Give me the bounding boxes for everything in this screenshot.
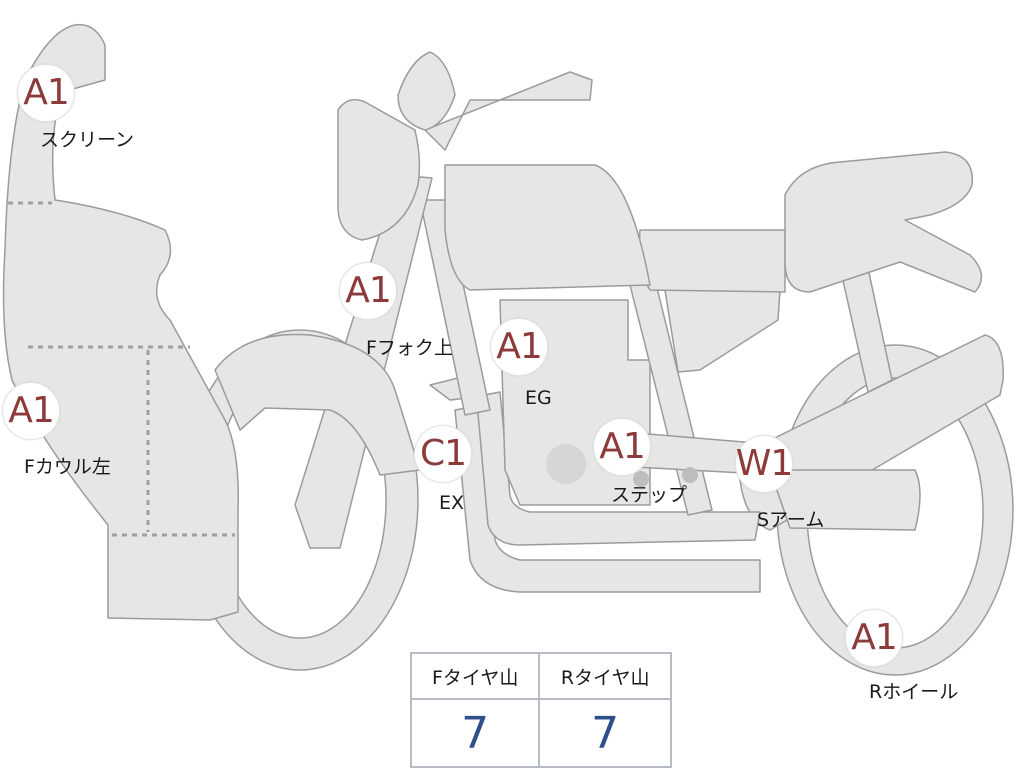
label-engine: EG	[525, 387, 552, 409]
grade-marker-engine: A1	[490, 318, 548, 376]
label-exhaust: EX	[439, 492, 465, 514]
label-front-cowl-left: Fカウル左	[24, 456, 111, 478]
label-swing-arm: Sアーム	[757, 509, 825, 531]
grade-front-cowl-left: A1	[8, 390, 55, 431]
grade-exhaust: C1	[419, 433, 467, 474]
grade-marker-step: A1	[593, 418, 651, 476]
label-rear-wheel: Rホイール	[869, 681, 959, 703]
label-screen: スクリーン	[40, 129, 135, 151]
grade-marker-front-fork-upper: A1	[339, 262, 397, 320]
grade-front-fork-upper: A1	[345, 270, 392, 311]
grade-marker-swing-arm: W1	[735, 435, 793, 493]
handlebar-shape	[424, 71, 593, 151]
rear-tread-value: 7	[538, 698, 672, 768]
label-front-fork-upper: Fフォク上	[366, 337, 453, 359]
cowl-shape	[2, 23, 239, 621]
muffler-shape	[769, 469, 921, 531]
frame-front-shape	[419, 199, 491, 416]
front-tread-value: 7	[409, 698, 541, 768]
grade-screen: A1	[23, 72, 70, 113]
tire-tread-table: Fタイヤ山 Rタイヤ山 7 7	[409, 652, 672, 768]
grade-marker-rear-wheel: A1	[845, 609, 903, 667]
tail-cowl-shape	[784, 151, 983, 293]
step-peg-shape	[633, 471, 649, 487]
grade-marker-exhaust: C1	[414, 425, 472, 483]
rear-tread-header: Rタイヤ山	[538, 652, 672, 700]
step-peg2-shape	[682, 467, 698, 483]
grade-engine: A1	[496, 326, 543, 367]
front-fender-shape	[214, 333, 421, 476]
seat-shape	[638, 229, 786, 293]
tread-value-row: 7 7	[409, 698, 672, 768]
engine-cover-shape	[546, 444, 586, 484]
grade-rear-wheel: A1	[851, 617, 898, 658]
grade-swing-arm: W1	[735, 443, 793, 484]
exhaust-lower-shape	[454, 404, 761, 593]
mirror-shape	[397, 51, 456, 131]
side-cover-shape	[664, 289, 781, 373]
label-step: ステップ	[611, 484, 688, 506]
tank-shape	[444, 164, 651, 291]
headlight-shape	[337, 99, 421, 241]
grade-step: A1	[599, 426, 646, 467]
grade-marker-front-cowl-left: A1	[2, 382, 60, 440]
front-tread-header: Fタイヤ山	[409, 652, 541, 700]
grade-marker-screen: A1	[17, 64, 75, 122]
tread-header-row: Fタイヤ山 Rタイヤ山	[409, 652, 672, 700]
